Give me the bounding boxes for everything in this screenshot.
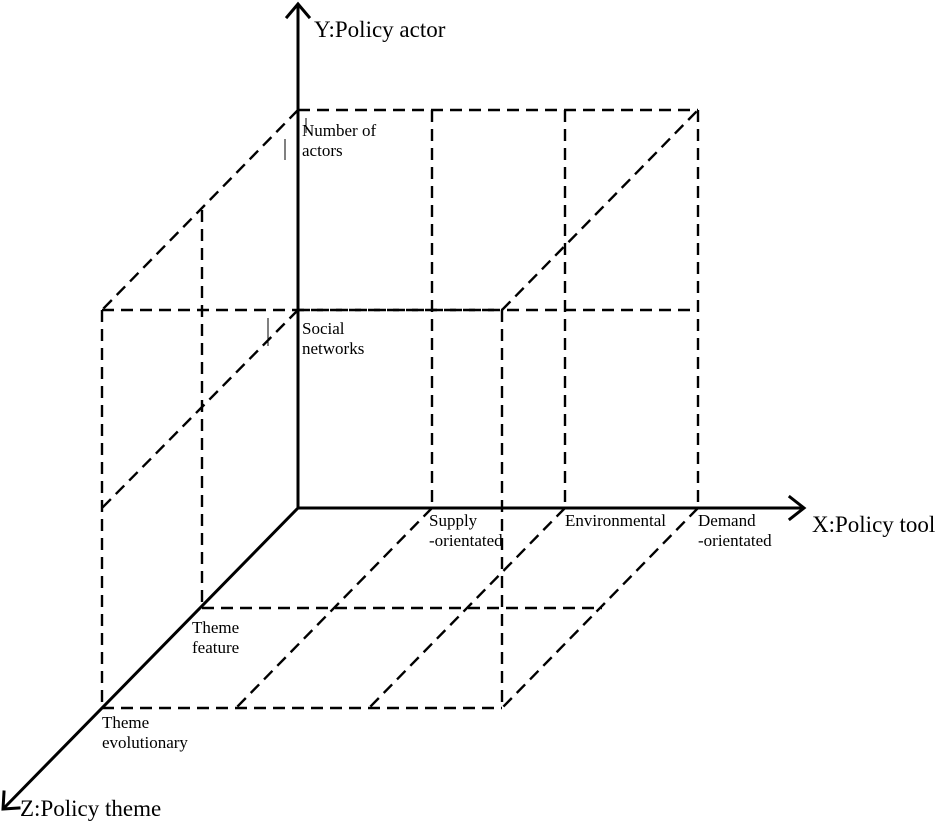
bottom-diagonal-demand bbox=[501, 507, 699, 709]
z-axis-arrow-icon bbox=[1, 790, 21, 811]
axes bbox=[1, 1, 807, 811]
top-right-diagonal bbox=[501, 109, 699, 311]
bottom-diagonal-environmental bbox=[368, 507, 566, 709]
x-category-demand-orientated: Demand -orientated bbox=[698, 511, 772, 550]
x-axis-arrow-icon bbox=[787, 494, 807, 522]
left-middle-diagonal bbox=[101, 309, 299, 509]
left-plane-grid bbox=[100, 109, 299, 708]
z-axis-title: Z:Policy theme bbox=[20, 796, 161, 821]
x-category-environmental: Environmental bbox=[565, 511, 666, 530]
z-axis-line bbox=[2, 506, 300, 810]
bottom-diagonal-supply bbox=[235, 507, 433, 709]
y-category-number-of-actors: Number of actors bbox=[302, 121, 380, 160]
x-axis-title: X:Policy tool bbox=[812, 512, 935, 537]
bottom-plane-grid bbox=[102, 507, 699, 710]
z-category-theme-evolutionary: Theme evolutionary bbox=[102, 713, 188, 752]
y-axis-arrow-icon bbox=[284, 1, 312, 20]
y-axis-title: Y:Policy actor bbox=[314, 17, 446, 42]
left-top-diagonal bbox=[101, 109, 299, 311]
z-category-theme-feature: Theme feature bbox=[192, 618, 243, 657]
x-category-supply-orientated: Supply -orientated bbox=[429, 511, 503, 550]
y-category-social-networks: Social networks bbox=[302, 319, 364, 358]
